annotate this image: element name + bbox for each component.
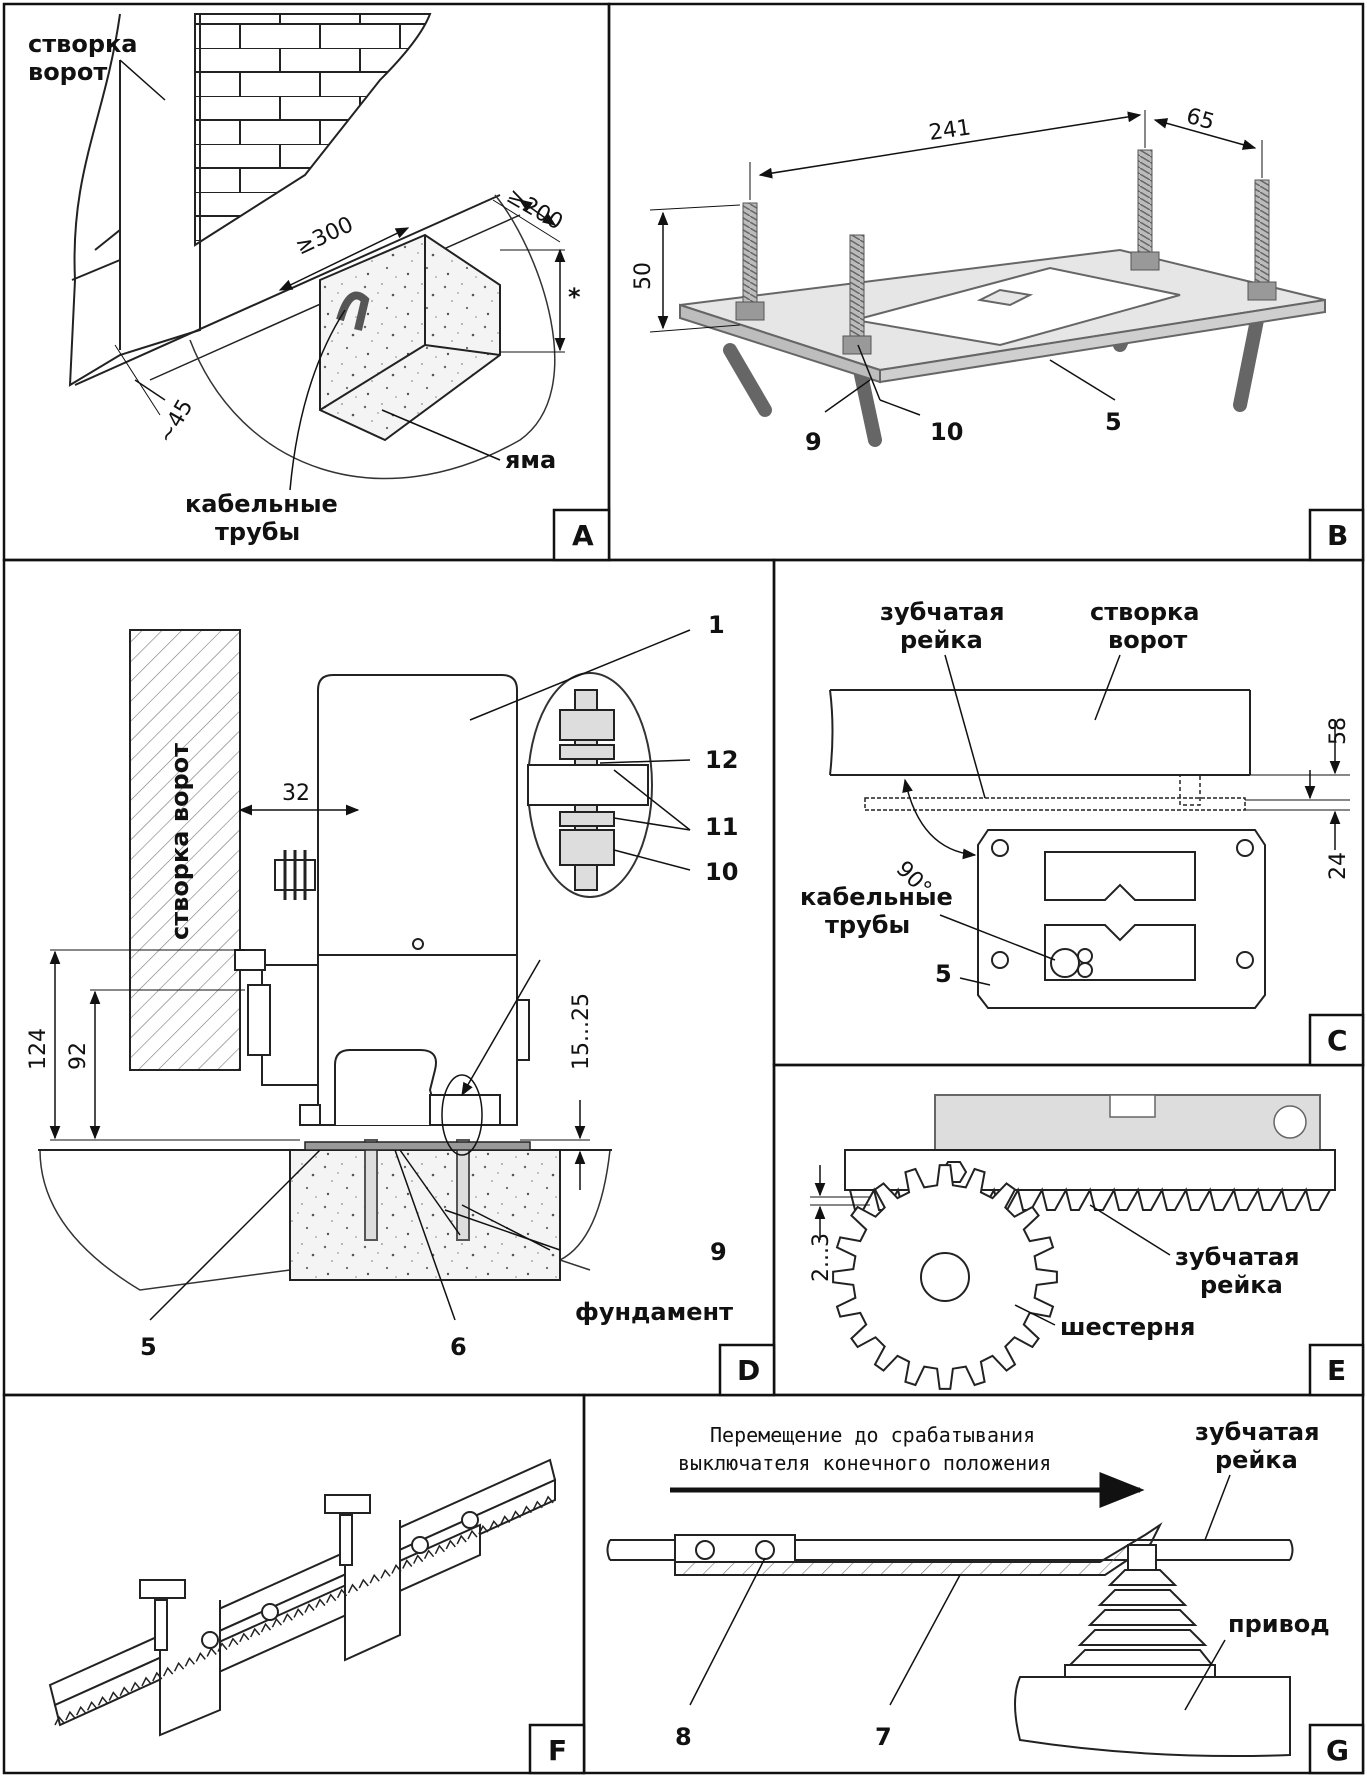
panel-b-tag: B xyxy=(1327,519,1348,552)
panel-a-tag: A xyxy=(572,519,594,552)
rack-teeth-f xyxy=(54,1495,554,1726)
label-rack-2: рейка xyxy=(900,626,983,654)
label-cable-pipes-2: трубы xyxy=(825,911,910,939)
rack-assembly xyxy=(48,1458,557,1737)
label-rack-2: рейка xyxy=(1200,1271,1283,1299)
label-gate-leaf-2: ворот xyxy=(1108,626,1187,654)
panel-d-tag: D xyxy=(737,1354,760,1387)
callout-washers: 11 xyxy=(705,813,738,841)
dim-offset: ~45 xyxy=(154,395,199,448)
label-foundation: фундамент xyxy=(575,1298,733,1326)
dim-width-min: ≥300 xyxy=(292,212,357,260)
dim-height: * xyxy=(568,283,581,311)
mounting-plate xyxy=(679,248,1326,384)
callout-anchor: 9 xyxy=(710,1238,727,1266)
label-gear: шестерня xyxy=(1060,1313,1195,1341)
label-rack-1: зубчатая xyxy=(880,598,1005,626)
foundation-block xyxy=(289,1149,561,1281)
threaded-studs xyxy=(735,149,1277,355)
callout-drive: 1 xyxy=(708,611,725,639)
panel-c-tag: C xyxy=(1327,1024,1348,1057)
panel-e-tag: E xyxy=(1327,1354,1346,1387)
dim-adjust: 15...25 xyxy=(569,993,594,1070)
dim-bottom: 24 xyxy=(1326,852,1351,880)
panel-f: F xyxy=(48,1458,586,1775)
gate-leaf-section xyxy=(129,629,241,1071)
label-rack-1: зубчатая xyxy=(1175,1243,1300,1271)
dim-h2: 92 xyxy=(66,1042,91,1070)
callout-bar: 7 xyxy=(875,1723,892,1751)
panel-f-tag: F xyxy=(548,1734,567,1767)
panel-c: 90° 58 24 зубчатая рейка створка ворот к… xyxy=(800,598,1365,1067)
caption-line-1: Перемещение до срабатывания xyxy=(710,1423,1035,1447)
callout-nut: 10 xyxy=(705,858,738,886)
ground-outline xyxy=(189,194,556,480)
plate-top-view xyxy=(977,829,1266,1009)
label-plate: 5 xyxy=(935,960,952,988)
panel-d-dims xyxy=(49,800,590,1190)
panel-b-dims xyxy=(649,110,1263,333)
label-gate-leaf-1: створка xyxy=(1090,598,1199,626)
dim-depth-min: ≥200 xyxy=(502,184,567,236)
gear-rack xyxy=(844,1149,1336,1191)
callout-washer: 12 xyxy=(705,746,738,774)
label-pit: яма xyxy=(505,446,556,474)
dim-clearance: 2...3 xyxy=(809,1233,834,1282)
spirit-level xyxy=(934,1094,1321,1151)
dim-h1: 124 xyxy=(26,1028,51,1070)
callout-anchor: 9 xyxy=(805,428,822,456)
drive-housing xyxy=(1014,1676,1291,1757)
base-plate xyxy=(304,1141,531,1151)
label-gate-leaf-1: створка xyxy=(28,30,137,58)
panel-b: 241 65 50 9 10 5 B xyxy=(631,104,1365,562)
dim-length: 241 xyxy=(927,115,972,146)
dim-width: 65 xyxy=(1183,104,1217,136)
callout-plate: 5 xyxy=(140,1333,157,1361)
pit-box xyxy=(319,233,501,442)
brick-wall xyxy=(194,13,432,247)
limit-bar xyxy=(674,1522,1163,1576)
ground-contour xyxy=(39,1149,611,1291)
drive-body xyxy=(299,674,530,1126)
panel-g: Перемещение до срабатывания выключателя … xyxy=(606,1418,1365,1775)
label-cable-pipes-1: кабельные xyxy=(185,490,338,518)
label-rack-2: рейка xyxy=(1215,1446,1298,1474)
callout-cam: 8 xyxy=(675,1723,692,1751)
rack-strip xyxy=(864,797,1246,811)
side-bracket xyxy=(234,850,319,1086)
label-cable-pipes-1: кабельные xyxy=(800,883,953,911)
label-gate-leaf-2: ворот xyxy=(28,58,107,86)
label-drive: привод xyxy=(1228,1610,1330,1638)
callout-base: 6 xyxy=(450,1333,467,1361)
label-cable-pipes-2: трубы xyxy=(215,518,300,546)
panel-a: ≥300 ≥200 * ~45 створка ворот яма кабель… xyxy=(28,13,611,562)
callout-nuts: 10 xyxy=(930,418,963,446)
dim-top: 58 xyxy=(1326,717,1351,745)
label-gate-leaf: створка ворот xyxy=(166,743,194,940)
rack-line xyxy=(606,1539,1294,1561)
dim-gap: 32 xyxy=(282,781,310,806)
limit-switch-bellows xyxy=(1064,1544,1216,1678)
callout-plate: 5 xyxy=(1105,408,1122,436)
panel-e: 2...3 зубчатая рейка шестерня E xyxy=(809,1094,1365,1397)
label-rack-1: зубчатая xyxy=(1195,1418,1320,1446)
panel-a-dims xyxy=(114,199,566,416)
panel-d: створка ворот xyxy=(26,611,776,1397)
gate-leaf-outline xyxy=(68,13,201,387)
caption-line-2: выключателя конечного положения xyxy=(678,1451,1051,1475)
dim-height: 50 xyxy=(631,262,656,290)
panel-g-tag: G xyxy=(1326,1734,1349,1767)
